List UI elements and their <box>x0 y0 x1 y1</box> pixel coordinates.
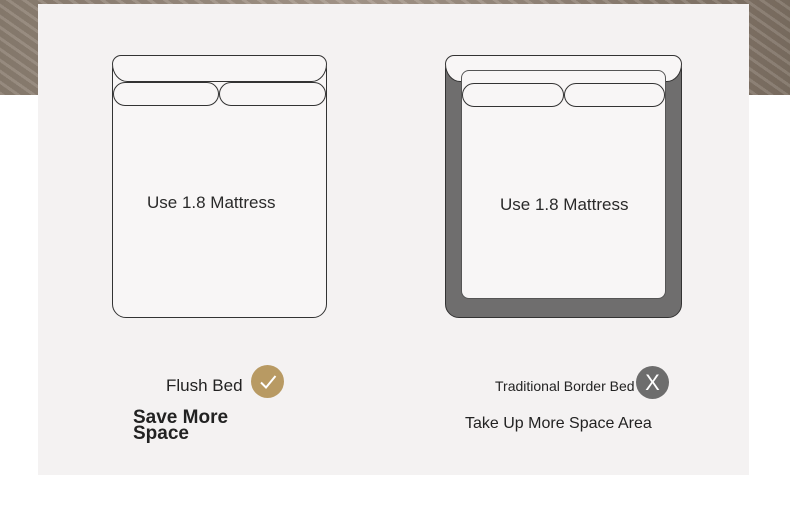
flush-bed-headboard <box>112 55 327 82</box>
traditional-bed-illustration: Use 1.8 Mattress <box>445 55 682 318</box>
flush-bed-pillow-left <box>113 82 219 106</box>
flush-bed-illustration: Use 1.8 Mattress <box>112 55 327 318</box>
flush-bed-mattress-label: Use 1.8 Mattress <box>147 193 276 212</box>
flush-bed-title: Flush Bed <box>166 376 243 395</box>
check-icon <box>251 365 284 398</box>
flush-bed-benefit: Save More Space <box>133 407 229 444</box>
x-icon: X <box>636 366 669 399</box>
traditional-bed-mattress: Use 1.8 Mattress <box>461 70 666 299</box>
flush-bed-pillow-right <box>219 82 326 106</box>
x-icon-glyph: X <box>645 369 660 395</box>
traditional-bed-title: Traditional Border Bed <box>495 378 635 394</box>
traditional-bed-drawback: Take Up More Space Area <box>465 415 652 432</box>
traditional-bed-pillow-left <box>462 83 564 107</box>
traditional-bed-pillow-right <box>564 83 665 107</box>
traditional-bed-mattress-label: Use 1.8 Mattress <box>500 195 629 214</box>
